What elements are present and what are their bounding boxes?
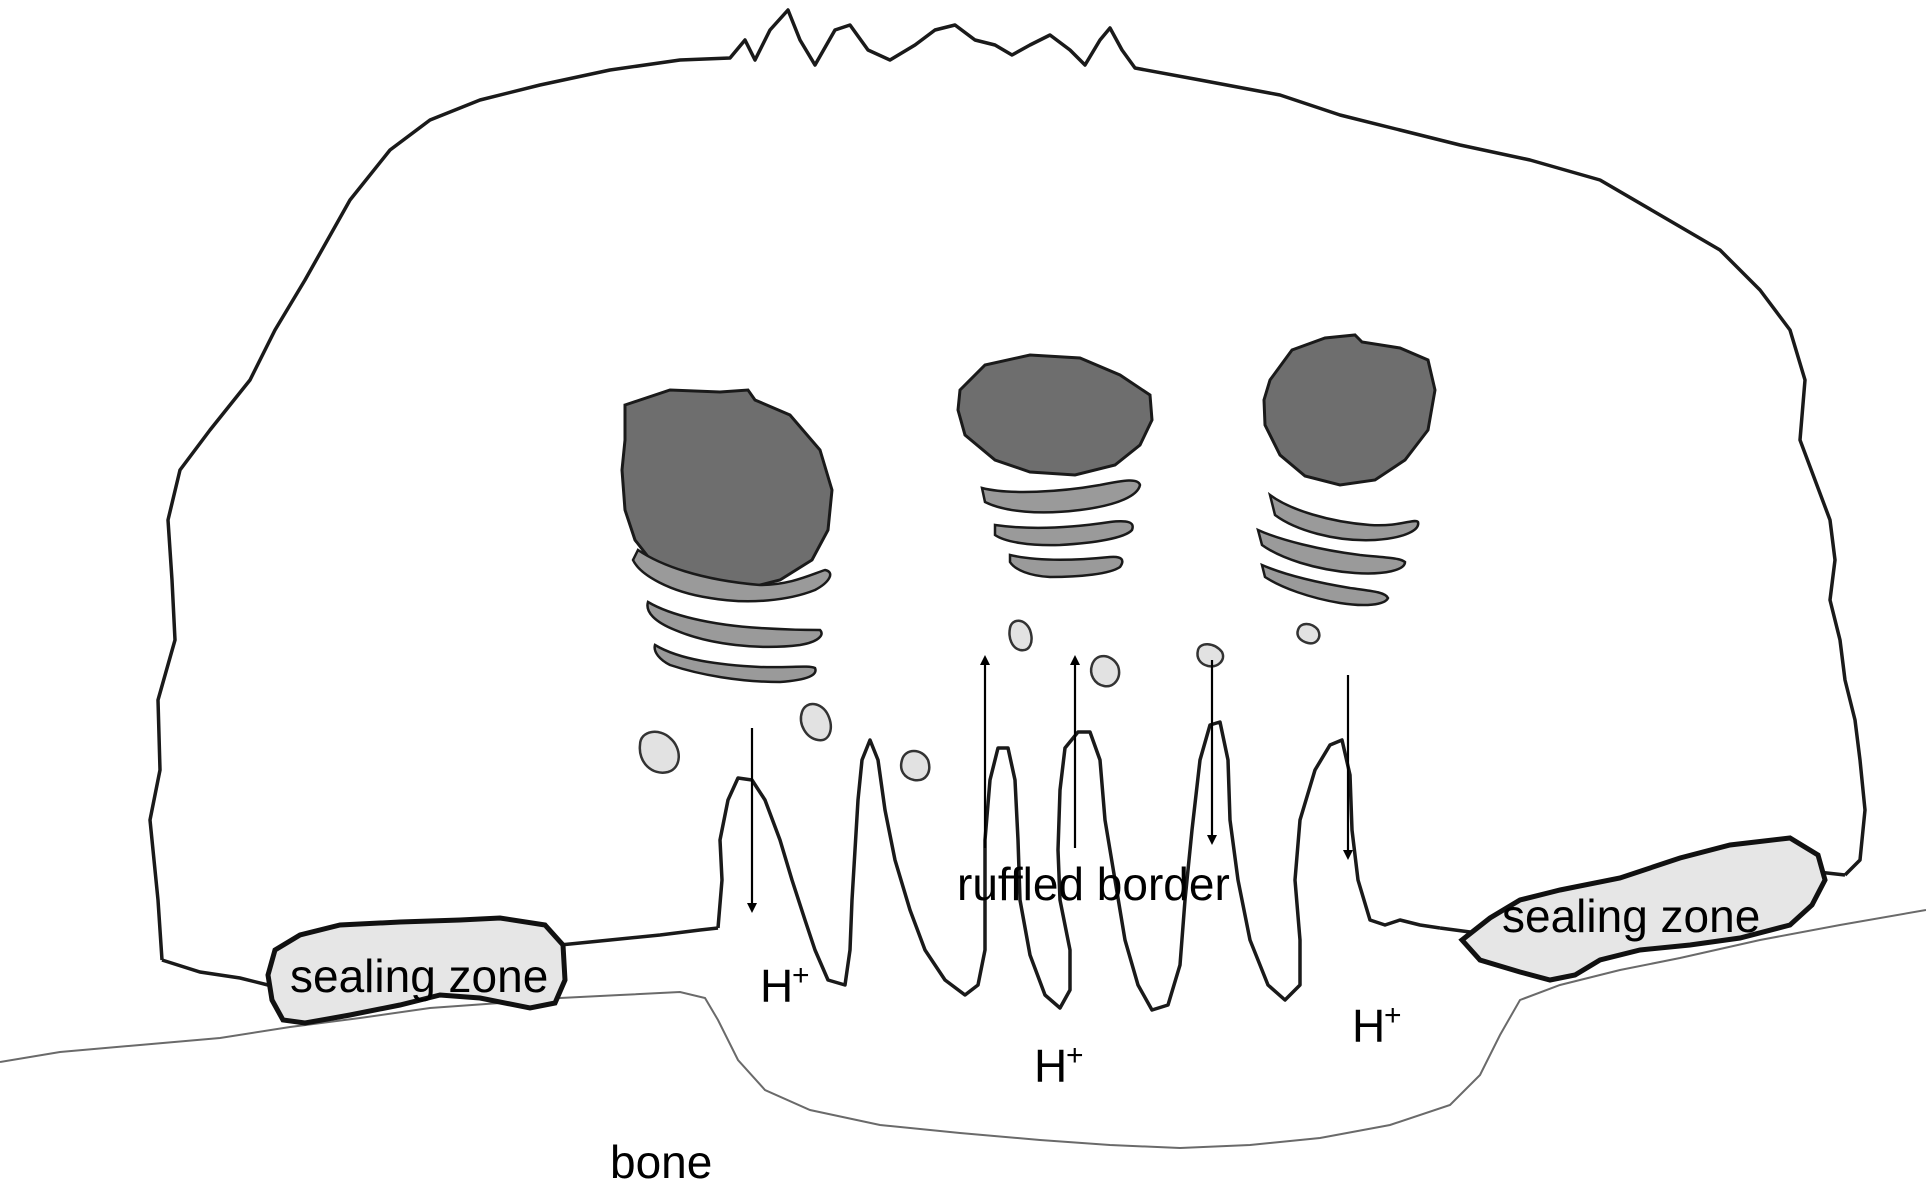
bone-label: bone	[610, 1136, 712, 1183]
golgi-cisterna	[1010, 555, 1122, 577]
vesicle	[1297, 624, 1319, 643]
vesicle	[640, 732, 679, 773]
golgi-stack-right	[1258, 495, 1418, 605]
proton-symbol: H	[1352, 1000, 1385, 1052]
cell-bottom-left	[162, 960, 268, 985]
nucleus-center	[958, 355, 1152, 475]
golgi-stack-center	[982, 480, 1140, 577]
sealing-zone-right-label: sealing zone	[1502, 890, 1760, 942]
ruffled-border-label: ruffled border	[957, 858, 1230, 910]
vesicle	[1091, 656, 1119, 686]
proton-label-center: H +	[1034, 1039, 1084, 1092]
golgi-cisterna	[1270, 495, 1418, 540]
vesicle	[1197, 644, 1223, 666]
vesicle	[1009, 621, 1031, 651]
vesicle	[901, 751, 929, 780]
proton-charge: +	[792, 959, 810, 992]
golgi-cisterna	[995, 521, 1133, 545]
proton-label-left: H +	[760, 959, 810, 1012]
osteoclast-cell-outline	[150, 10, 1865, 960]
proton-symbol: H	[760, 960, 793, 1012]
golgi-cisterna	[982, 480, 1140, 512]
proton-label-right: H +	[1352, 999, 1402, 1052]
golgi-cisterna	[655, 645, 816, 682]
proton-charge: +	[1384, 999, 1402, 1032]
vesicle	[801, 704, 831, 740]
sealing-zone-left-label: sealing zone	[290, 950, 548, 1002]
cell-bottom-between-seal-and-ruffle	[560, 928, 718, 945]
golgi-cisterna	[647, 602, 821, 647]
proton-symbol: H	[1034, 1040, 1067, 1092]
nucleus-right	[1264, 335, 1435, 485]
proton-charge: +	[1066, 1039, 1084, 1072]
